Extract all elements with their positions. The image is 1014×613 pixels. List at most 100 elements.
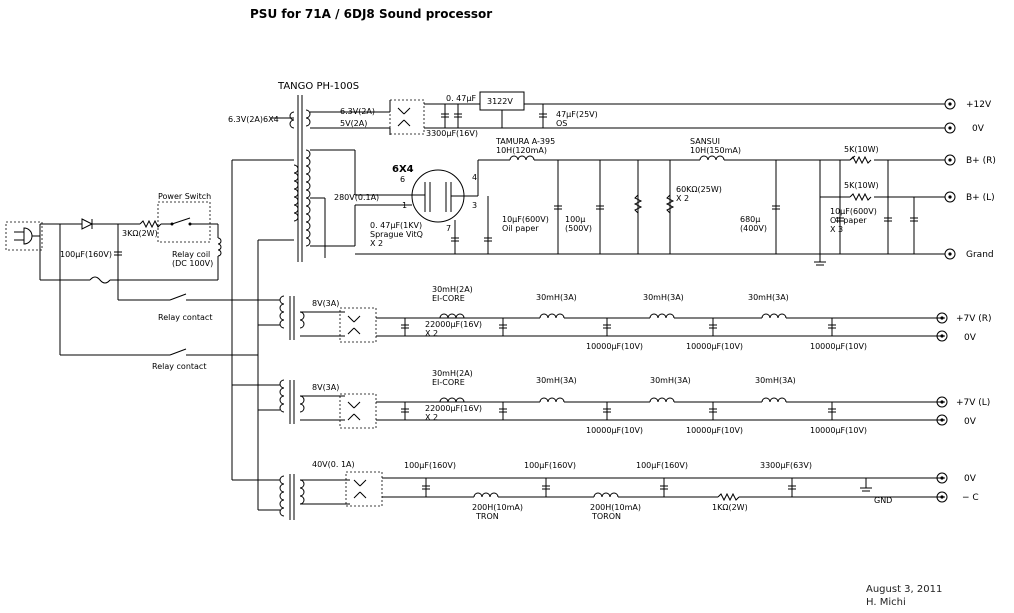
sec-5v-label: 5V(2A) — [340, 119, 367, 128]
reg-ic-label: 3122V — [487, 97, 513, 106]
bias-gnd-label: GND — [874, 496, 892, 505]
terminal-0v-r-label: 0V — [964, 333, 977, 343]
terminal-0v-l-label: 0V — [964, 417, 977, 427]
ch-l-cap-c-label: 10000µF(10V) — [686, 426, 743, 435]
r-3k-label: 3KΩ(2W) — [122, 229, 158, 238]
terminal-0v-l — [936, 414, 948, 426]
sec-280-label: 280V(0.1A) — [334, 193, 379, 202]
transformer-7v-l — [279, 379, 945, 429]
ch-l-sec-label: 8V(3A) — [312, 383, 339, 392]
relay-coil-label-2: (DC 100V) — [172, 259, 213, 268]
ch-r-choke-a-label-1: 30mH(2A) — [432, 285, 473, 294]
ch-l-cap-a-label-2: X 2 — [425, 413, 438, 422]
terminal-0v-top-label: 0V — [972, 124, 985, 134]
ch-l-choke-a-label-1: 30mH(2A) — [432, 369, 473, 378]
terminal-7v-r-label: +7V (R) — [956, 314, 992, 324]
c-10u600b-label-2: Oil paper — [830, 216, 867, 225]
terminal-0v-bias-label: 0V — [964, 474, 977, 484]
bias-l1-label-2: TRON — [475, 512, 499, 521]
c-100u500-label-2: (500V) — [565, 224, 592, 233]
mains-wiring — [39, 159, 294, 511]
relay-contact-label-2: Relay contact — [152, 362, 206, 371]
relay-contact-label-1: Relay contact — [158, 313, 212, 322]
mains-plug-icon — [14, 224, 41, 248]
r-5k-label-2: 5K(10W) — [844, 181, 879, 190]
bias-r1-label: 1KΩ(2W) — [712, 503, 748, 512]
ch-r-choke-b-label: 30mH(3A) — [536, 293, 577, 302]
bias-c3-label: 100µF(160V) — [636, 461, 688, 470]
ch-r-cap-d-label: 10000µF(10V) — [810, 342, 867, 351]
pin4-label: 4 — [472, 173, 477, 182]
c-sprague-label-1: 0. 47µF(1KV) — [370, 221, 422, 230]
ch-l-cap-b-label: 10000µF(10V) — [586, 426, 643, 435]
ch-r-cap-a-label-2: X 2 — [425, 329, 438, 338]
bias-c4-label: 3300µF(63V) — [760, 461, 812, 470]
bridge-rectifier-12v — [389, 99, 425, 135]
c-sprague-label-2: Sprague VitQ — [370, 230, 423, 239]
bplus-filter — [355, 155, 945, 266]
transformer-secondary-hv — [305, 149, 356, 258]
transformer-7v-r — [279, 295, 945, 343]
c-10u600-label-1: 10µF(600V) — [502, 215, 549, 224]
bias-c2-label: 100µF(160V) — [524, 461, 576, 470]
ch-l-choke-a-label-2: EI-CORE — [432, 378, 465, 387]
ch-l-cap-d-label: 10000µF(10V) — [810, 426, 867, 435]
ch-r-sec-label: 8V(3A) — [312, 299, 339, 308]
r-5k-label-1: 5K(10W) — [844, 145, 879, 154]
bias-l2-label-1: 200H(10mA) — [590, 503, 641, 512]
c-100-160-label: 100µF(160V) — [60, 250, 112, 259]
terminal-minus-c-label: − C — [962, 493, 979, 503]
terminal-grand — [944, 248, 956, 260]
choke2-label-1: SANSUI — [690, 137, 720, 146]
terminal-bplus-r — [944, 154, 956, 166]
mains-plug-box — [5, 221, 43, 251]
bias-c1-label: 100µF(160V) — [404, 461, 456, 470]
terminal-bplus-l-label: B+ (L) — [966, 193, 995, 203]
choke1-label-2: 10H(120mA) — [496, 146, 547, 155]
terminal-0v-top — [944, 122, 956, 134]
c-10u600-label-2: Oil paper — [502, 224, 539, 233]
terminal-7v-l-label: +7V (L) — [956, 398, 990, 408]
c-10u600b-label-1: 10µF(600V) — [830, 207, 877, 216]
footer-author: H. Michi — [866, 597, 906, 608]
footer-date: August 3, 2011 — [866, 584, 942, 595]
choke2-label-2: 10H(150mA) — [690, 146, 741, 155]
c-680-label-1: 680µ — [740, 215, 760, 224]
ch-r-cap-b-label: 10000µF(10V) — [586, 342, 643, 351]
sprague-caps — [451, 196, 492, 254]
transformer-secondary-heater — [270, 109, 311, 129]
r-60k-label-1: 60KΩ(25W) — [676, 185, 722, 194]
terminal-7v-l — [936, 396, 948, 408]
r-60k-label-2: X 2 — [676, 194, 689, 203]
terminal-12v-label: +12V — [966, 100, 992, 110]
ch-r-cap-a-label-1: 22000µF(16V) — [425, 320, 482, 329]
terminal-bplus-l — [944, 191, 956, 203]
c-sprague-label-3: X 2 — [370, 239, 383, 248]
tube-label: 6X4 — [392, 164, 414, 175]
ch-l-choke-c-label: 30mH(3A) — [650, 376, 691, 385]
terminal-minus-c — [936, 491, 948, 503]
ch-r-cap-c-label: 10000µF(10V) — [686, 342, 743, 351]
c-10u600b-label-3: X 3 — [830, 225, 843, 234]
c-3300-label: 3300µF(16V) — [426, 129, 478, 138]
c-047-label: 0. 47µF — [446, 94, 476, 103]
pin3-label: 3 — [472, 201, 477, 210]
power-switch — [157, 201, 211, 243]
rail-12v — [424, 91, 945, 129]
ch-r-choke-c-label: 30mH(3A) — [643, 293, 684, 302]
choke1-label-1: TAMURA A-395 — [495, 137, 555, 146]
bias-l2-label-2: TORON — [591, 512, 621, 521]
terminal-7v-r — [936, 312, 948, 324]
primary-note-label: 6.3V(2A)6X4 — [228, 115, 279, 124]
tube-6x4 — [355, 159, 510, 223]
pin6-label: 6 — [400, 175, 405, 184]
ch-l-choke-b-label: 30mH(3A) — [536, 376, 577, 385]
transformer-bias — [279, 471, 945, 520]
c-47-os-label: OS — [556, 119, 567, 128]
transformer-main-label: TANGO PH-100S — [277, 81, 359, 92]
ch-r-choke-a-label-2: EI-CORE — [432, 294, 465, 303]
heater-wiring — [310, 100, 391, 135]
diagram-title: PSU for 71A / 6DJ8 Sound processor — [250, 7, 492, 21]
bias-l1-label-1: 200H(10mA) — [472, 503, 523, 512]
transformer-primary-coil — [293, 164, 299, 222]
